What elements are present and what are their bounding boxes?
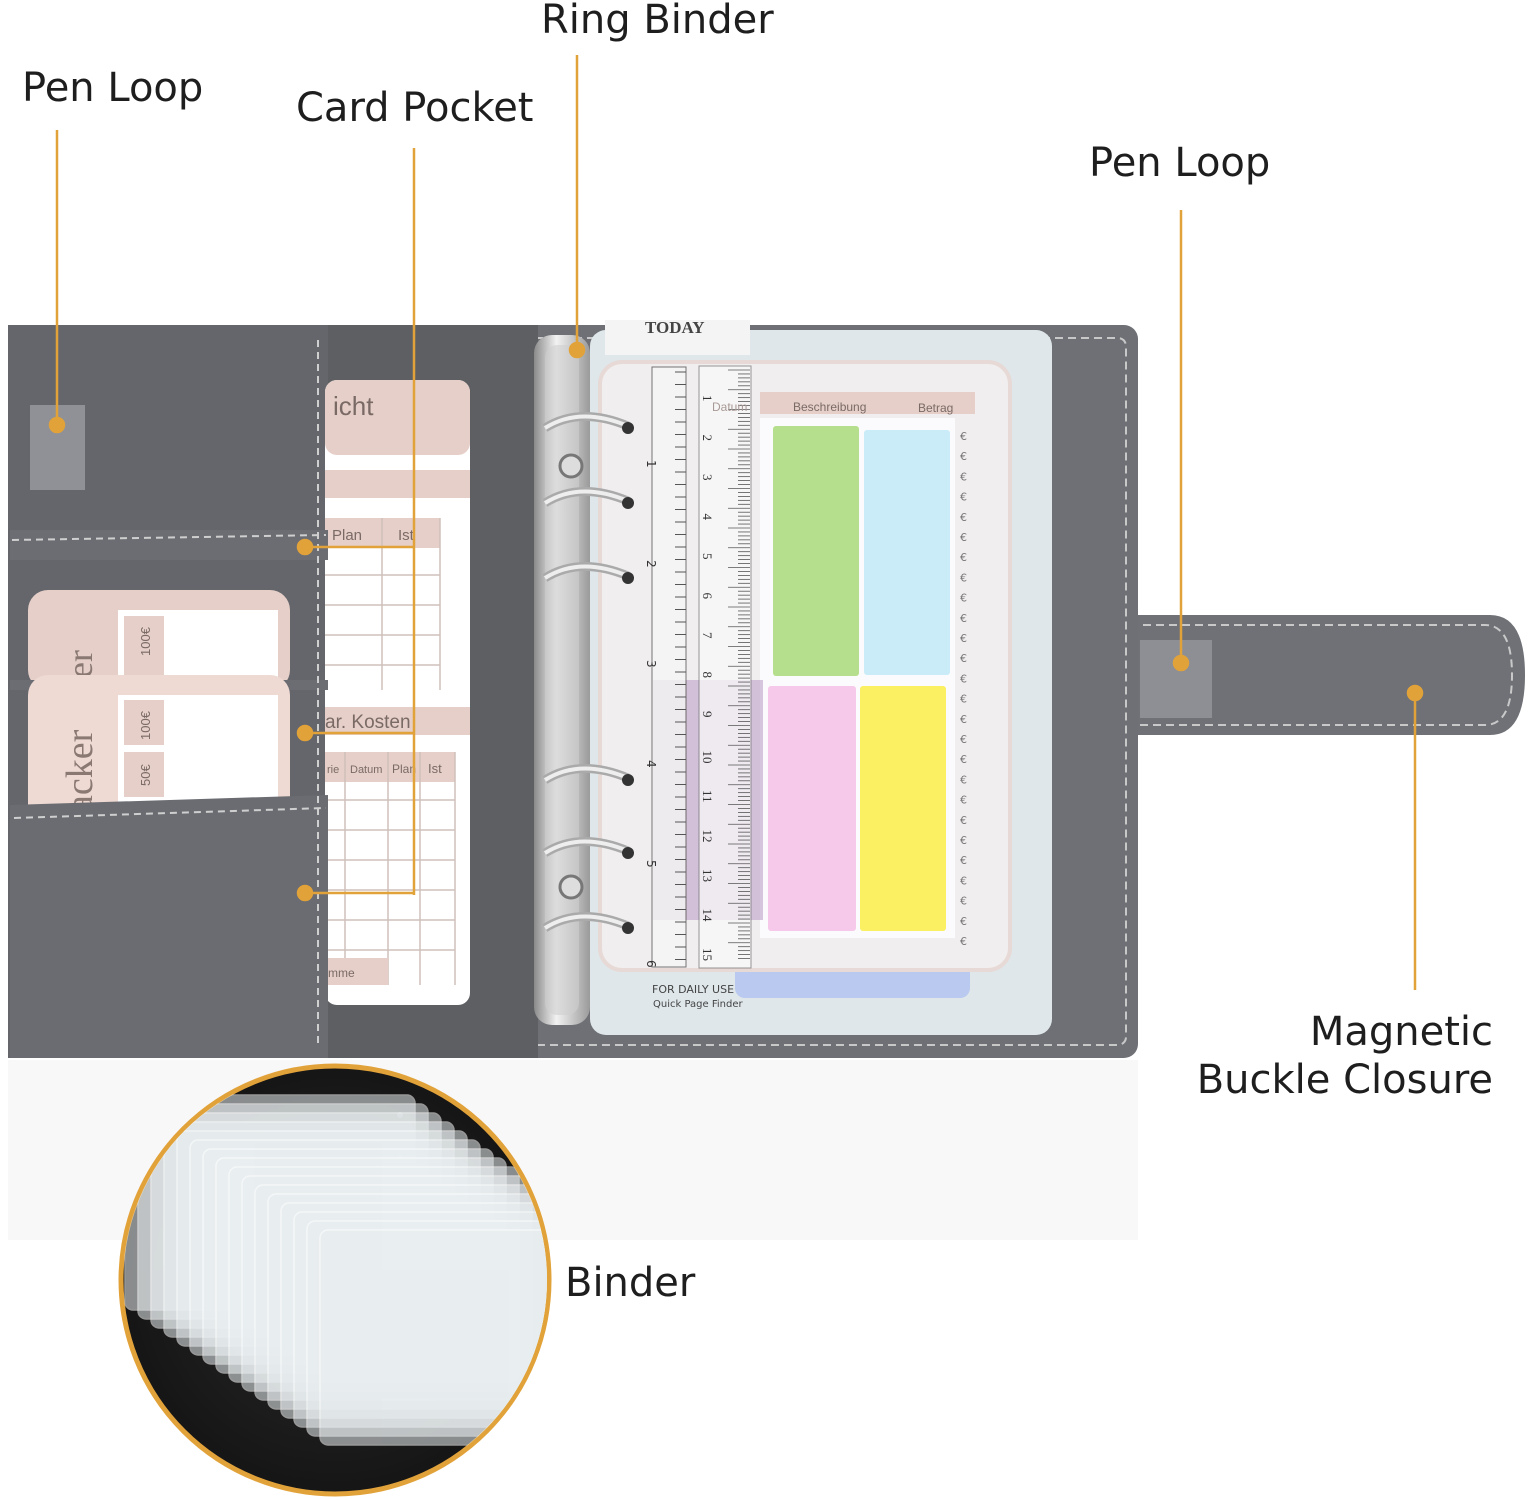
ruler-cm-number: 13 [700, 869, 715, 882]
euro-sign: € [960, 915, 967, 928]
svg-text:Plan: Plan [332, 527, 362, 544]
euro-sign: € [960, 511, 967, 524]
callout-pen-loop-left: Pen Loop [22, 65, 204, 111]
callout-pen-loop-right: Pen Loop [1089, 140, 1271, 186]
euro-sign: € [960, 551, 967, 564]
ruler-cm-number: 11 [700, 790, 715, 803]
ruler-cm-number: 5 [700, 553, 715, 560]
ruler-cm-number: 6 [700, 593, 715, 600]
svg-text:Ist: Ist [398, 527, 415, 544]
sticky-note-blue [864, 430, 950, 675]
callout-card-pocket: Card Pocket [296, 85, 534, 131]
date-header: Datum [712, 400, 747, 414]
callout-magnetic: Magnetic [1309, 1009, 1493, 1055]
planner-pages: TODAY Beschreibung Betrag € € € € € € € € € € € € € €… [590, 318, 1052, 1035]
svg-text:Betrag: Betrag [918, 401, 953, 415]
callout-binder: Binder [565, 1260, 696, 1306]
sticky-note-pink [768, 686, 856, 931]
pen-loop-right [1140, 640, 1212, 718]
ruler-inch-number: 1 [644, 460, 658, 468]
euro-sign: € [960, 794, 967, 807]
ruler-cm-number: 1 [700, 395, 715, 402]
svg-text:Ist: Ist [428, 761, 442, 776]
svg-text:ar. Kosten: ar. Kosten [325, 712, 411, 733]
today-tab [605, 320, 750, 355]
card-pocket: 100€ er 100€ 50€ € acker [10, 340, 328, 1058]
euro-sign: € [960, 693, 967, 706]
ruler-inch-number: 6 [644, 960, 658, 968]
euro-sign: € [960, 713, 967, 726]
sticky-note-yellow [860, 686, 946, 931]
euro-sign: € [960, 652, 967, 665]
svg-text:Datum: Datum [350, 764, 382, 776]
svg-text:FOR DAILY USE: FOR DAILY USE [652, 983, 734, 996]
svg-text:acker: acker [59, 729, 101, 812]
svg-text:Quick Page Finder: Quick Page Finder [653, 999, 743, 1010]
ruler-cm-number: 10 [700, 751, 715, 764]
ruler-inch-number: 3 [644, 660, 658, 668]
euro-sign: € [960, 531, 967, 544]
svg-text:100€: 100€ [138, 626, 153, 656]
euro-sign: € [960, 571, 967, 584]
euro-sign: € [960, 814, 967, 827]
euro-sign: € [960, 895, 967, 908]
ruler-cm-number: 12 [700, 830, 715, 843]
euro-sign: € [960, 874, 967, 887]
svg-text:mme: mme [328, 966, 355, 980]
svg-text:100€: 100€ [138, 710, 153, 740]
euro-sign: € [960, 854, 967, 867]
ruler-cm-number: 15 [700, 948, 715, 961]
euro-sign: € [960, 470, 967, 483]
callout-ring-binder: Ring Binder [541, 0, 774, 43]
magnetic-buckle-strap [1120, 615, 1525, 735]
budget-sheet: icht Plan Ist ar. Kosten rie Datum Plan … [325, 380, 470, 1005]
ruler-cm-number: 2 [700, 435, 715, 442]
callout-lines [48, 55, 1424, 990]
ruler-inch-number: 5 [644, 860, 658, 868]
sheet-heading: icht [333, 391, 374, 421]
euro-sign: € [960, 733, 967, 746]
euro-sign: € [960, 612, 967, 625]
ruler-cm-number: 14 [700, 909, 715, 923]
svg-text:50€: 50€ [138, 764, 153, 786]
ring-mechanism [534, 335, 634, 1025]
ruler-inch-number: 2 [644, 560, 658, 568]
ruler-cm-number: 4 [700, 514, 715, 521]
sheet-protectors-inset [118, 1063, 552, 1497]
svg-text:Plan: Plan [392, 762, 416, 776]
euro-sign: € [960, 935, 967, 948]
ruler-cm-number: 7 [700, 632, 715, 639]
svg-text:Beschreibung: Beschreibung [793, 400, 866, 414]
euro-sign: € [960, 834, 967, 847]
svg-text:rie: rie [327, 764, 339, 776]
euro-sign: € [960, 753, 967, 766]
euro-sign: € [960, 491, 967, 504]
ruler-cm-number: 3 [700, 474, 715, 481]
svg-text:er: er [60, 650, 100, 678]
ruler-inch-number: 4 [644, 760, 658, 768]
ruler-cm-number: 8 [700, 672, 715, 679]
callout-buckle-closure: Buckle Closure [1196, 1057, 1493, 1103]
euro-sign: € [960, 632, 967, 645]
euro-sign: € [960, 672, 967, 685]
ruler-cm-number: 9 [700, 711, 715, 718]
svg-text:TODAY: TODAY [645, 318, 705, 337]
sticky-note-green [773, 426, 859, 676]
euro-sign: € [960, 450, 967, 463]
euro-sign: € [960, 773, 967, 786]
euro-sign: € [960, 592, 967, 605]
euro-sign: € [960, 430, 967, 443]
ruler-inch [651, 366, 687, 968]
